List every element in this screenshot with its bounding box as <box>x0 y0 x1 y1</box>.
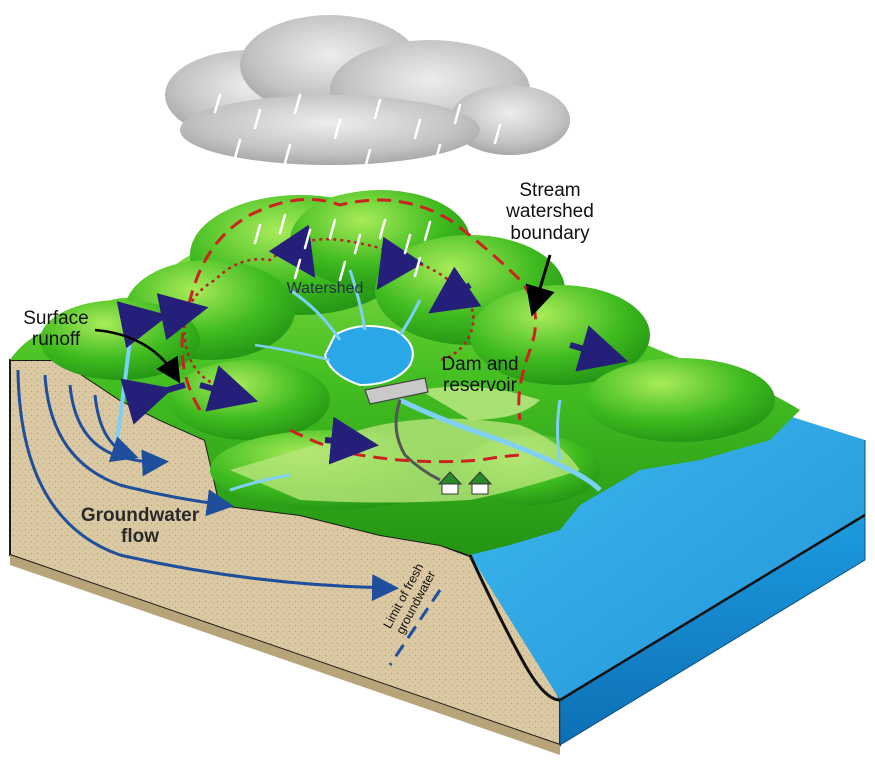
label-dam-reservoir: Dam and reservoir <box>441 354 519 397</box>
rain-cloud-icon <box>165 15 570 170</box>
label-surface-runoff: Surface runoff <box>23 308 89 351</box>
sea-block <box>468 410 866 746</box>
house-icon <box>437 471 493 495</box>
label-stream-watershed-boundary: Stream watershed boundary <box>506 180 594 244</box>
label-groundwater-flow: Groundwater flow <box>80 505 200 548</box>
pointer-arrows <box>94 254 555 384</box>
groundwater-arrows <box>16 369 442 666</box>
rain-streaks <box>253 213 432 282</box>
runoff-arrows <box>116 224 629 465</box>
label-watershed: Watershed <box>286 280 364 297</box>
river-system <box>113 269 602 492</box>
